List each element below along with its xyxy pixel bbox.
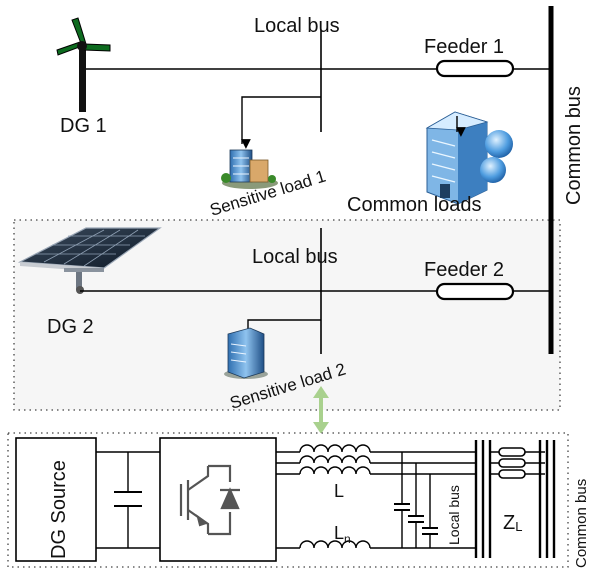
local-bus-bars	[474, 440, 492, 558]
feeder1-label: Feeder 1	[424, 36, 504, 58]
common-bus-label-bottom: Common bus	[573, 479, 590, 568]
inductor-l	[299, 444, 371, 475]
inverter-box	[159, 437, 277, 562]
inductor-ln-label: Ln	[334, 523, 351, 546]
zl-label: ZL	[503, 512, 522, 534]
sensitive-load1-wire	[241, 96, 321, 149]
local-bus3-label: Local bus	[446, 485, 462, 545]
feeder2-label: Feeder 2	[424, 259, 504, 281]
dg-source-label: DG Source	[48, 460, 70, 559]
zl-impedance	[498, 447, 526, 479]
inductor-ln	[299, 540, 371, 549]
double-arrow-icon	[313, 386, 329, 434]
filter-capacitors	[394, 452, 438, 548]
common-bus-label-top: Common bus	[563, 86, 585, 205]
dg2-label: DG 2	[47, 316, 94, 338]
local-bus1-label: Local bus	[254, 15, 340, 37]
solar-panel-icon	[17, 227, 162, 294]
data-center-icon	[425, 111, 513, 205]
wind-turbine-icon	[56, 17, 111, 112]
building-icon	[224, 327, 268, 379]
common-bus-bars	[538, 440, 556, 558]
common-loads-label: Common loads	[347, 194, 482, 216]
local-bus2-label: Local bus	[252, 246, 338, 268]
igbt-switch-icon	[179, 464, 240, 536]
inverter-panel	[7, 432, 569, 568]
inductor-l-label: L	[334, 481, 344, 501]
building-icon	[221, 149, 278, 189]
feeder2-element	[435, 282, 515, 301]
dg-source-box	[15, 437, 97, 562]
dc-capacitor	[114, 452, 142, 548]
dg1-label: DG 1	[60, 115, 107, 137]
feeder1-element	[435, 59, 515, 78]
